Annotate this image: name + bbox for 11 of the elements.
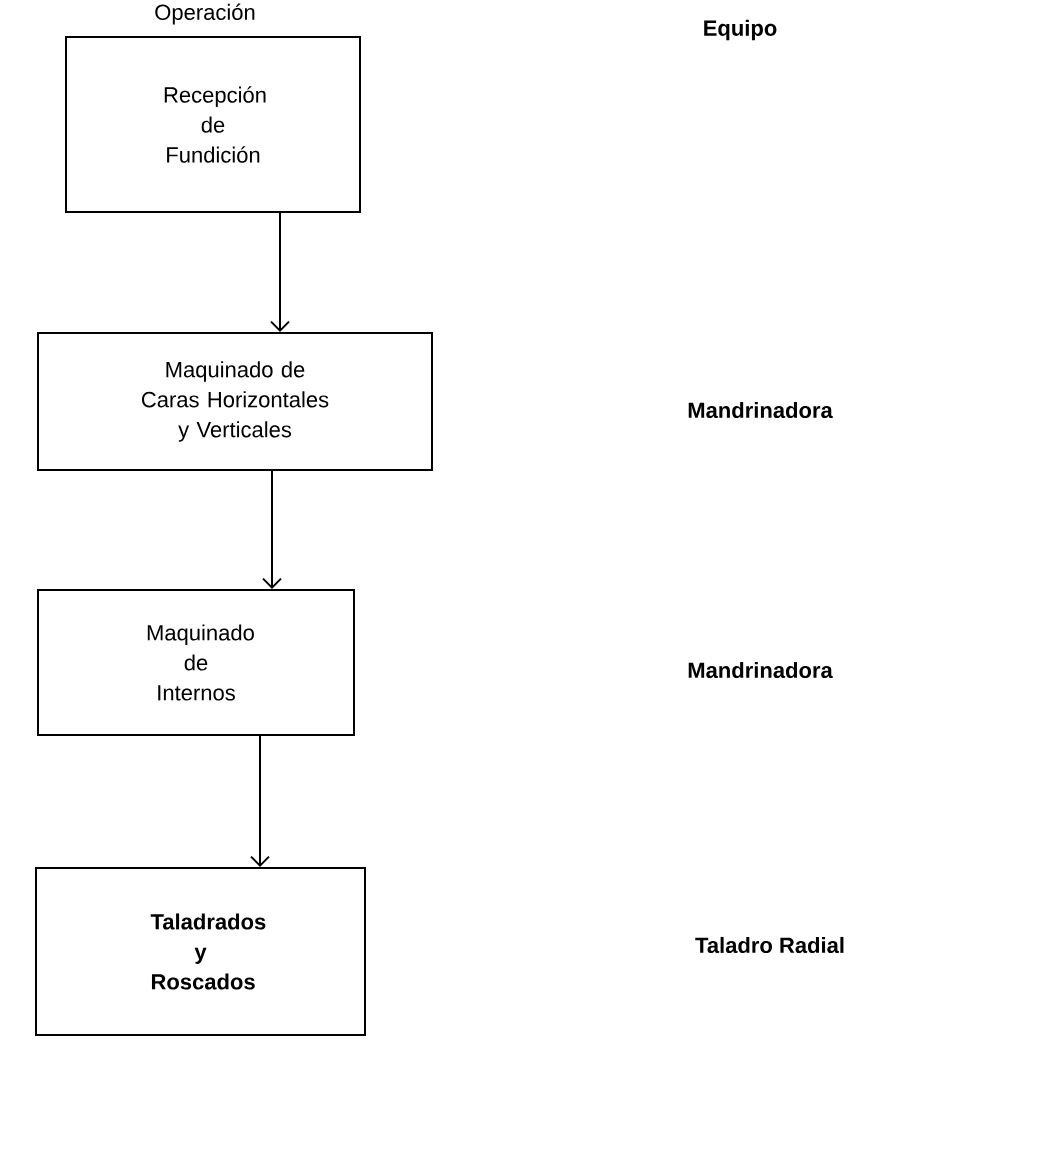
arrow <box>250 735 270 867</box>
equipment-label: Mandrinadora <box>688 661 833 679</box>
arrow <box>270 212 290 332</box>
column-heading: Equipo <box>704 19 777 41</box>
equipment-label: Mandrinadora <box>688 401 833 419</box>
process-box: Maquinado de Internos <box>37 589 355 736</box>
process-box: Taladrados y Roscados <box>35 867 366 1036</box>
process-box: Maquinado de Caras Horizontales y Verticales <box>37 332 433 471</box>
equipment-label: Taladro Radial <box>695 936 844 954</box>
process-box: Recepción de Fundición <box>65 36 361 213</box>
arrow <box>262 470 282 589</box>
